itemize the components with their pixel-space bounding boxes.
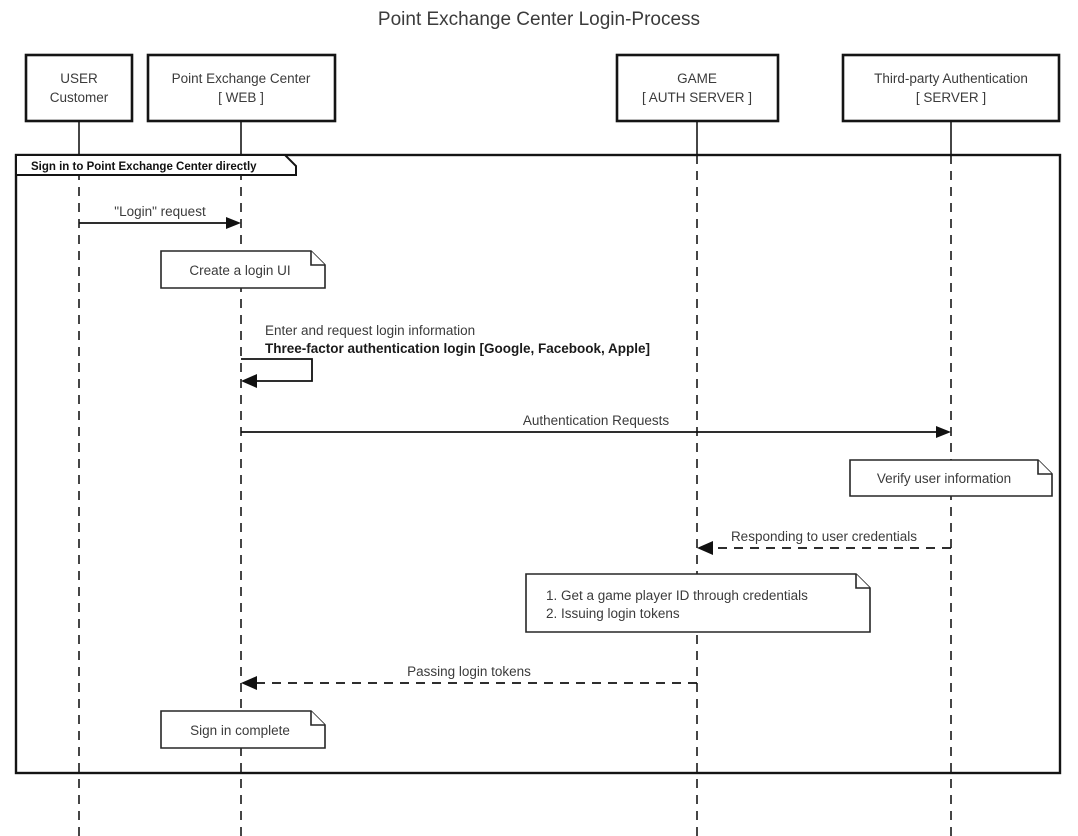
arrowhead-right-icon [936,426,951,438]
note-game-steps-body [525,573,871,633]
note-sign-in-complete: Sign in complete [160,710,326,749]
note-create-login-ui-body [160,250,326,289]
message-authentication-requests[interactable]: Authentication Requests [241,413,951,438]
participant-game-line2: [ AUTH SERVER ] [642,90,752,105]
note-game-steps: 1. Get a game player ID through credenti… [525,573,871,633]
participant-box-game[interactable] [615,53,780,123]
note-fold-icon [310,251,325,266]
arrowhead-right-icon [226,217,241,229]
self-message-line2: Three-factor authentication login [Googl… [265,341,650,356]
participant-game[interactable]: GAME [ AUTH SERVER ] [615,53,780,123]
page-title: Point Exchange Center Login-Process [378,9,700,30]
note-create-login-ui-text: Create a login UI [189,263,290,278]
note-fold-icon [310,711,325,726]
arrowhead-left-icon [241,676,257,690]
message-login-request-label: "Login" request [114,204,206,219]
participant-pec-line2: [ WEB ] [218,90,264,105]
message-responding-credentials-label: Responding to user credentials [731,529,917,544]
note-sign-in-complete-body [160,710,326,749]
participant-box-point-exchange-center[interactable] [146,53,337,123]
note-create-login-ui: Create a login UI [160,250,326,289]
note-game-steps-line2: 2. Issuing login tokens [546,606,680,621]
participant-thirdparty-line2: [ SERVER ] [916,90,986,105]
participant-thirdparty-line1: Third-party Authentication [874,71,1028,86]
participant-third-party-authentication[interactable]: Third-party Authentication [ SERVER ] [841,53,1061,123]
participant-point-exchange-center[interactable]: Point Exchange Center [ WEB ] [146,53,337,123]
message-passing-login-tokens[interactable]: Passing login tokens [241,664,697,690]
fragment-label-tab [15,154,297,176]
note-verify-user-information: Verify user information [849,459,1053,497]
arrowhead-left-icon [241,374,257,388]
note-sign-in-complete-text: Sign in complete [190,723,290,738]
participant-box-third-party[interactable] [841,53,1061,123]
note-fold-icon [1037,460,1052,475]
participant-user-line1: USER [60,71,98,86]
participant-pec-line1: Point Exchange Center [172,71,311,86]
participant-user[interactable]: USER Customer [24,53,134,123]
message-authentication-requests-label: Authentication Requests [523,413,670,428]
arrowhead-left-icon [697,541,713,555]
combined-fragment: Sign in to Point Exchange Center directl… [14,153,1062,775]
note-verify-user-information-body [849,459,1053,497]
self-message-line1: Enter and request login information [265,323,475,338]
message-login-request[interactable]: "Login" request [79,204,241,229]
message-three-factor-login[interactable]: Enter and request login information Thre… [241,323,650,388]
fragment-frame [14,153,1062,775]
note-fold-icon [855,574,870,589]
message-responding-to-user-credentials[interactable]: Responding to user credentials [697,529,951,555]
participant-user-line2: Customer [50,90,109,105]
note-game-steps-line1: 1. Get a game player ID through credenti… [546,588,808,603]
note-verify-user-information-text: Verify user information [877,471,1011,486]
participant-box-user[interactable] [24,53,134,123]
participant-game-line1: GAME [677,71,717,86]
message-passing-login-tokens-label: Passing login tokens [407,664,531,679]
fragment-label: Sign in to Point Exchange Center directl… [31,161,257,173]
self-message-loop[interactable] [241,358,313,382]
